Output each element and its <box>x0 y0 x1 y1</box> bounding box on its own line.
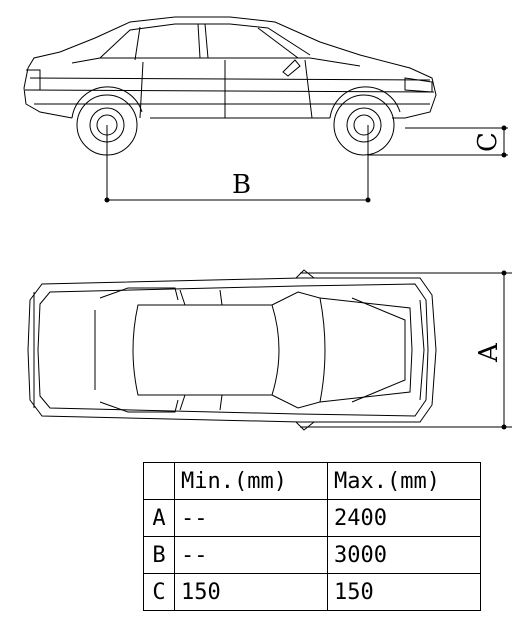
dimension-a-label: A <box>474 342 504 363</box>
dimension-b-label: B <box>232 170 251 200</box>
table-cell-min: -- <box>174 499 328 537</box>
dimension-b <box>104 125 371 203</box>
dimension-spec-table: Min.(mm) Max.(mm) A -- 2400 B -- 3000 C … <box>143 462 481 611</box>
dimension-c-label: C <box>473 132 503 152</box>
table-row: A -- 2400 <box>143 499 481 537</box>
table-header-corner <box>143 462 175 500</box>
table-cell-min: -- <box>174 536 328 574</box>
car-side-view <box>23 16 437 156</box>
table-row-label: A <box>143 499 175 537</box>
table-row-label: B <box>143 536 175 574</box>
car-top-view <box>27 269 437 431</box>
table-header-min: Min.(mm) <box>174 462 328 500</box>
table-header-row: Min.(mm) Max.(mm) <box>143 462 481 500</box>
table-cell-max: 2400 <box>327 499 481 537</box>
table-cell-max: 3000 <box>327 536 481 574</box>
table-cell-max: 150 <box>327 573 481 611</box>
table-cell-min: 150 <box>174 573 328 611</box>
table-row-label: C <box>143 573 175 611</box>
dimension-c <box>368 125 508 158</box>
table-row: B -- 3000 <box>143 536 481 574</box>
dimension-a <box>300 270 512 430</box>
table-row: C 150 150 <box>143 573 481 611</box>
table-header-max: Max.(mm) <box>327 462 481 500</box>
